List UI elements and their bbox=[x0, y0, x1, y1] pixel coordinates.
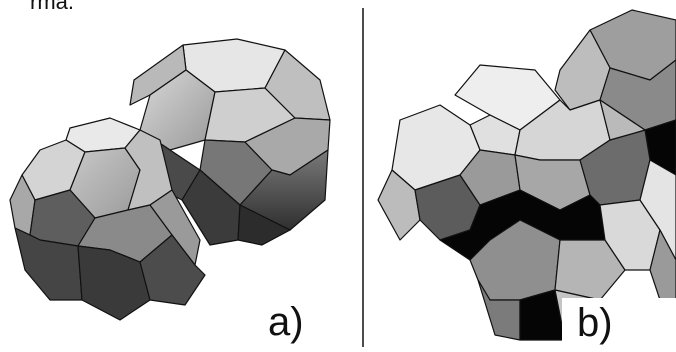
panel-b-label-box bbox=[562, 298, 676, 347]
panel-b-foam-cluster bbox=[377, 9, 676, 341]
panel-b-label: b) bbox=[577, 301, 613, 345]
truncated-octahedron-back bbox=[127, 38, 331, 246]
panel-a-polyhedra bbox=[9, 38, 331, 321]
top-cut-text: rma. bbox=[30, 0, 74, 14]
truncated-octahedron-front bbox=[9, 117, 206, 321]
panel-a-label: a) bbox=[268, 300, 304, 344]
